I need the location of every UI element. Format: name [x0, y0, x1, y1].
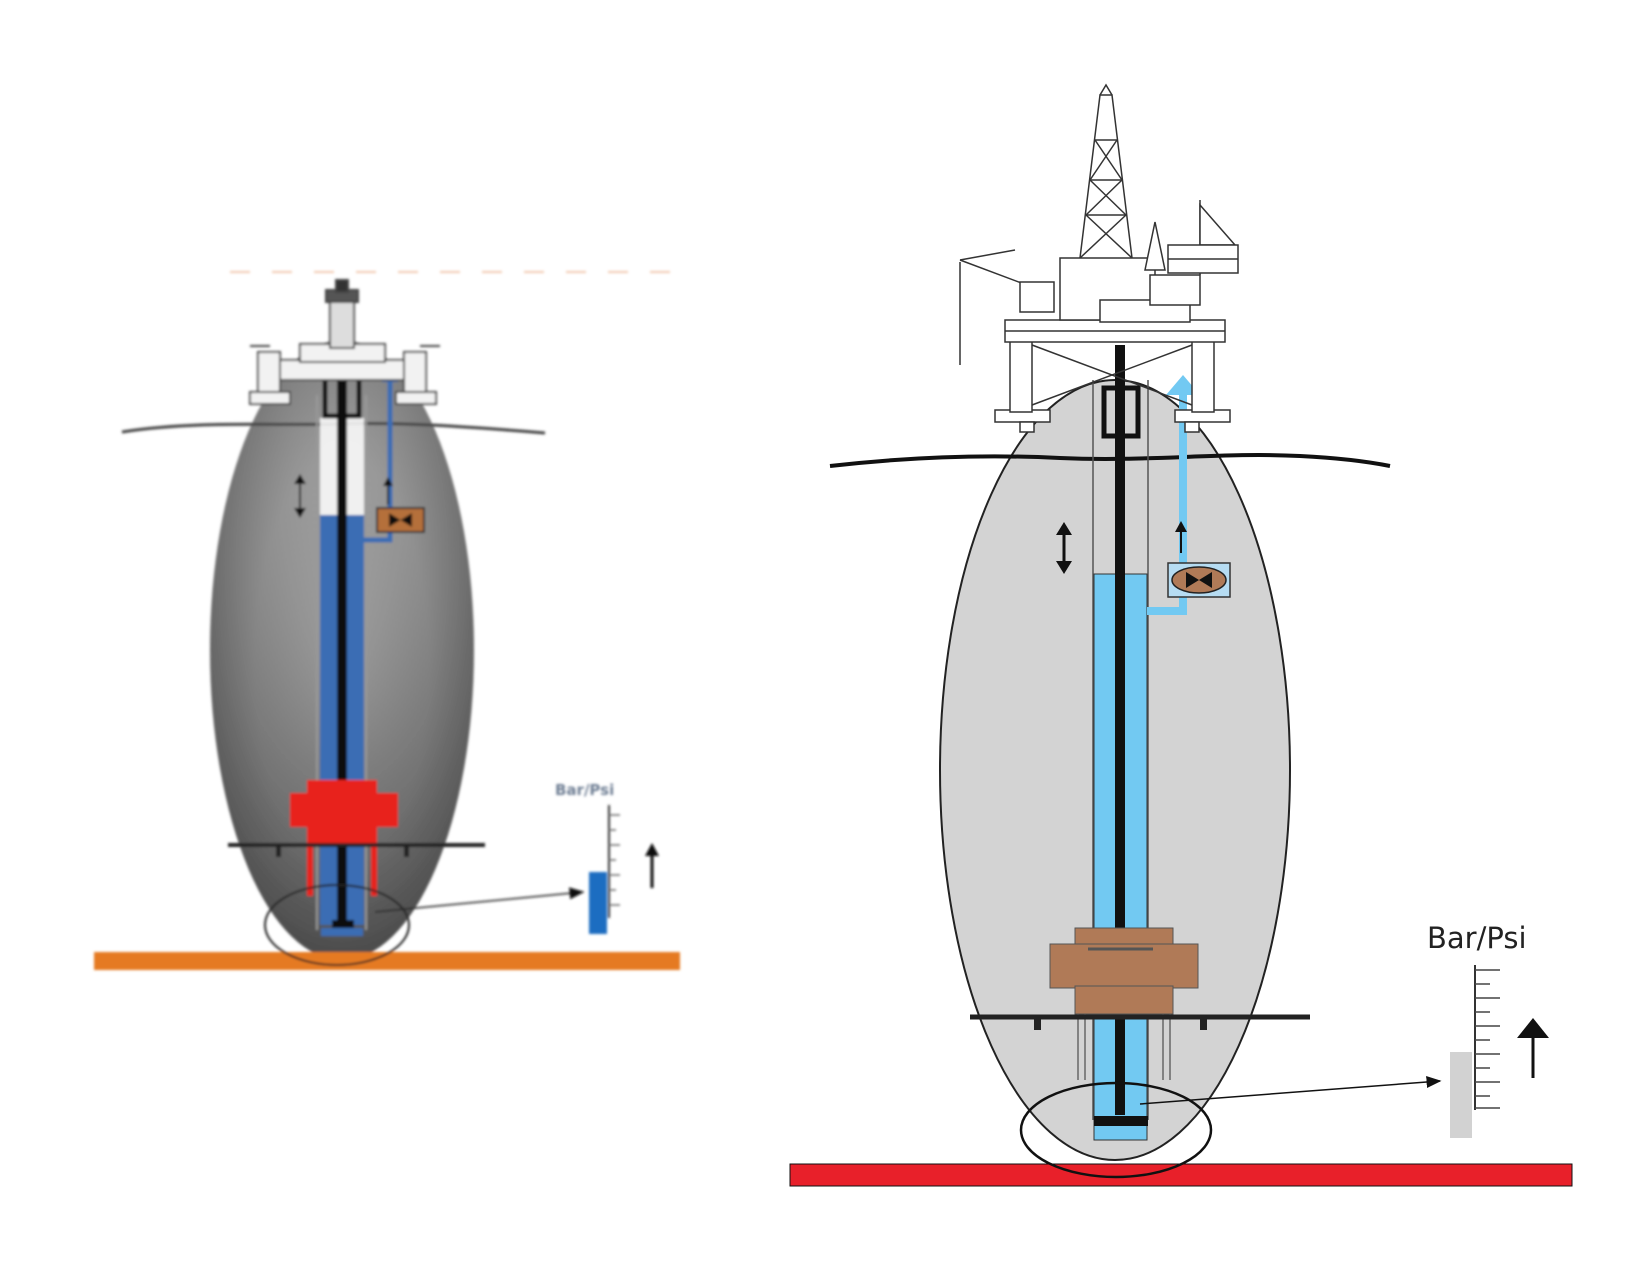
pressure-gauge-icon [589, 805, 659, 934]
pressure-gauge-icon [1450, 965, 1549, 1138]
double-arrow-icon [294, 474, 306, 518]
right-return-flow-line [1147, 392, 1187, 615]
right-diagram: Bar/Psi [789, 83, 1573, 1187]
left-seabed [94, 952, 680, 970]
left-diagram: Bar/Psi [94, 271, 680, 970]
left-bottom-hole-circle [264, 884, 410, 966]
left-drill-string [337, 340, 347, 925]
left-gauge-arrow [374, 887, 585, 913]
right-gauge-fill [1450, 1052, 1472, 1138]
left-return-flow-line [364, 378, 393, 543]
up-arrow-icon [383, 477, 393, 505]
right-gauge-label: Bar/Psi [1427, 921, 1527, 955]
pump-icon [376, 507, 425, 533]
double-arrow-icon [1056, 522, 1072, 574]
left-bop-stack [290, 780, 398, 896]
left-gauge-fill [589, 872, 607, 934]
right-drill-string [1115, 345, 1125, 1115]
drilling-rig-icon [249, 279, 440, 405]
up-arrow-icon [1175, 521, 1187, 553]
right-seabed [789, 1163, 1573, 1187]
right-bop-stack [1049, 927, 1199, 1080]
right-sea-surface [829, 453, 1391, 468]
right-bottom-hole-circle [1019, 1081, 1213, 1179]
pump-icon [1167, 562, 1231, 598]
semi-submersible-platform-icon [959, 83, 1239, 433]
left-gauge-label: Bar/Psi [555, 781, 614, 799]
right-gauge-arrow [1139, 1076, 1442, 1105]
